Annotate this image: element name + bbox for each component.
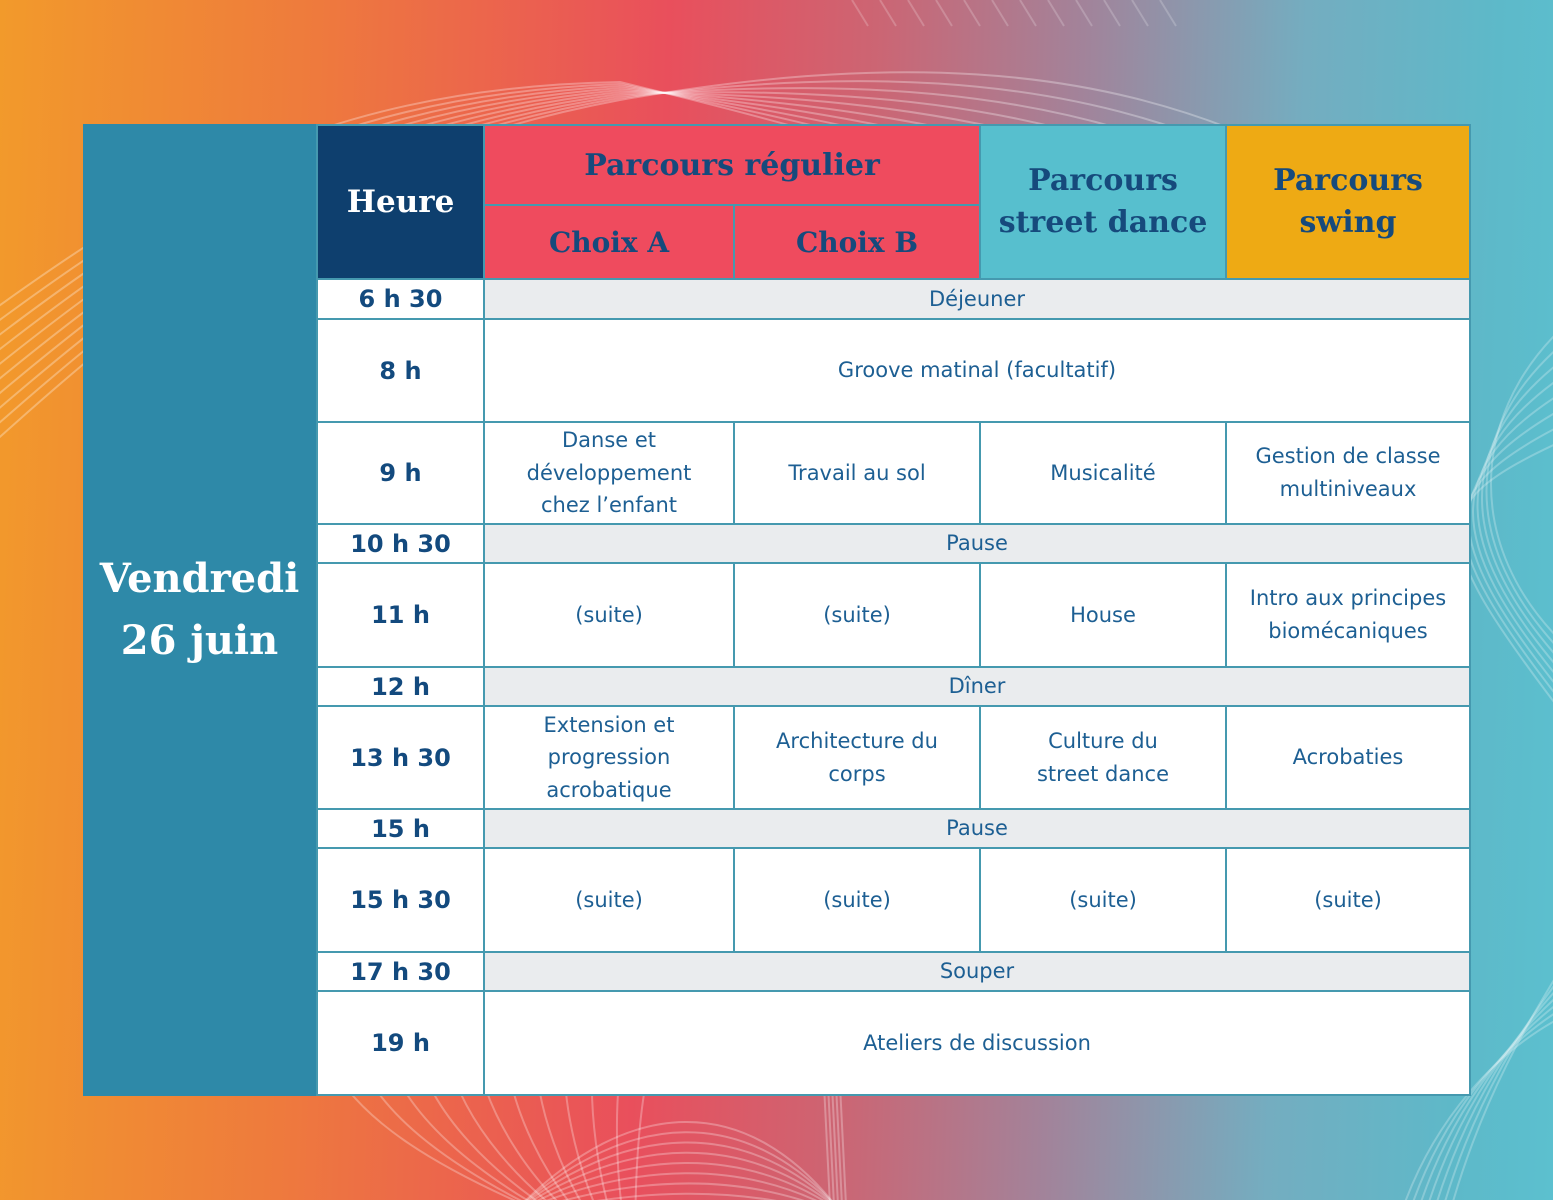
activity-cell: (suite) <box>1227 849 1469 951</box>
header-parcours-street-dance: Parcours street dance <box>981 126 1225 278</box>
pause-row: Pause <box>485 810 1469 847</box>
time-cell: 15 h 30 <box>318 849 483 951</box>
activity-cell: (suite) <box>735 564 979 666</box>
time-cell: 9 h <box>318 423 483 523</box>
wave-group-bottom-center <box>524 1084 847 1200</box>
activity-cell: Travail au sol <box>735 423 979 523</box>
sidebar-date-label: 26 juin <box>120 617 279 664</box>
header-parcours-swing-label: Parcours swing <box>1273 163 1423 240</box>
header-choix-a-label: Choix A <box>548 225 670 259</box>
time-cell: 8 h <box>318 320 483 421</box>
time-cell: 6 h 30 <box>318 280 483 318</box>
header-parcours-regulier-label: Parcours régulier <box>584 147 880 183</box>
pause-row: Pause <box>485 525 1469 562</box>
activity-cell: Intro aux principes biomécaniques <box>1227 564 1469 666</box>
wave-group-right-middle <box>1458 335 1553 703</box>
wave-group-top-hatch <box>851 0 1177 27</box>
activity-cell: (suite) <box>485 564 733 666</box>
activity-cell: Gestion de classe multiniveaux <box>1227 423 1469 523</box>
activity-cell: (suite) <box>735 849 979 951</box>
activity-cell: Musicalité <box>981 423 1225 523</box>
header-parcours-swing: Parcours swing <box>1227 126 1469 278</box>
activity-cell: Danse et développement chez l’enfant <box>485 423 733 523</box>
sidebar-day-label: Vendredi <box>99 555 300 602</box>
activity-row-groove-matinal: Groove matinal (facultatif) <box>485 320 1469 421</box>
time-cell: 10 h 30 <box>318 525 483 562</box>
header-parcours-regulier: Parcours régulier <box>485 126 979 204</box>
header-parcours-street-dance-label: Parcours street dance <box>998 163 1208 240</box>
activity-cell: (suite) <box>981 849 1225 951</box>
time-cell: 11 h <box>318 564 483 666</box>
meal-row-diner: Dîner <box>485 668 1469 705</box>
date-sidebar: Vendredi 26 juin <box>83 124 316 1096</box>
header-heure-label: Heure <box>346 184 455 220</box>
activity-cell: Architecture du corps <box>735 707 979 808</box>
header-parcours-regulier-group: Parcours régulier Choix A Choix B <box>485 126 979 278</box>
activity-cell: Extension et progression acrobatique <box>485 707 733 808</box>
activity-cell: Culture du street dance <box>981 707 1225 808</box>
activity-cell: (suite) <box>485 849 733 951</box>
schedule-table: Heure Parcours régulier Choix A Choix B … <box>316 124 1471 1096</box>
time-cell: 12 h <box>318 668 483 705</box>
header-choix-b: Choix B <box>735 206 979 278</box>
header-choix-a: Choix A <box>485 206 733 278</box>
time-cell: 13 h 30 <box>318 707 483 808</box>
activity-row-ateliers: Ateliers de discussion <box>485 992 1469 1094</box>
header-choix-b-label: Choix B <box>795 225 919 259</box>
meal-row-dejeuner: Déjeuner <box>485 280 1469 318</box>
meal-row-souper: Souper <box>485 953 1469 990</box>
header-heure: Heure <box>318 126 483 278</box>
activity-cell: Acrobaties <box>1227 707 1469 808</box>
time-cell: 17 h 30 <box>318 953 483 990</box>
time-cell: 15 h <box>318 810 483 847</box>
time-cell: 19 h <box>318 992 483 1094</box>
activity-cell: House <box>981 564 1225 666</box>
